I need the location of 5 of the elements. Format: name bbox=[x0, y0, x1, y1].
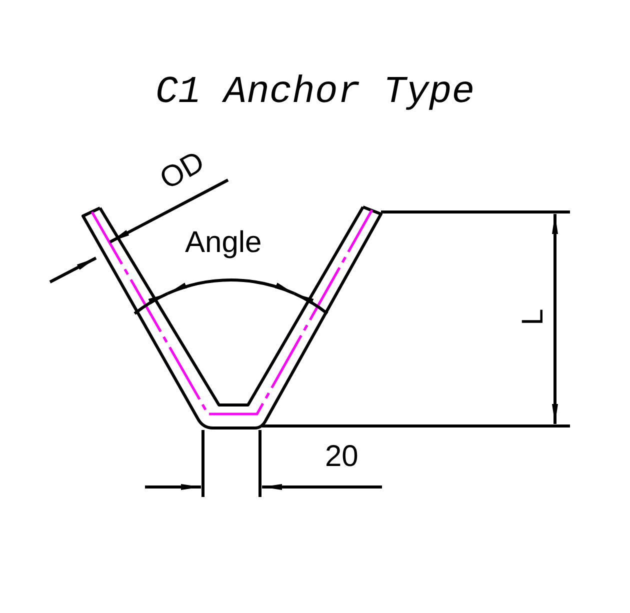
dimension-label: 20 bbox=[325, 442, 358, 472]
diagram-title: C1 Anchor Type bbox=[154, 74, 476, 112]
angle-label: Angle bbox=[185, 228, 262, 258]
dimension-label: OD bbox=[156, 146, 210, 196]
dimension-label: L bbox=[518, 308, 548, 326]
